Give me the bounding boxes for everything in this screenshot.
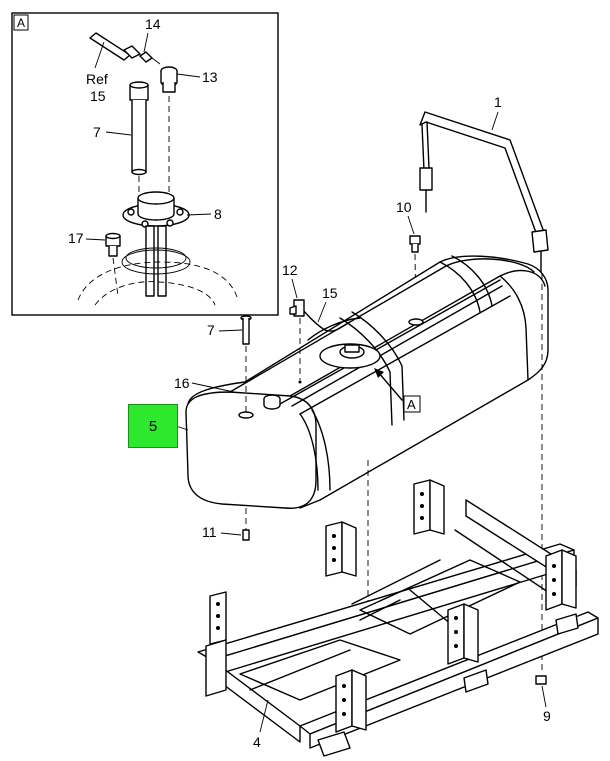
sender-unit-part-8 <box>121 191 191 297</box>
detail-letter-box <box>13 14 29 31</box>
callout-1: 1 <box>494 94 502 110</box>
mount-plate <box>325 521 357 577</box>
tube-part-7-detail <box>129 81 149 176</box>
callout-4: 4 <box>253 734 261 750</box>
tube-part-7 <box>240 315 252 345</box>
cradle-part-4 <box>197 479 599 757</box>
callout-11: 11 <box>202 524 217 540</box>
callout-7-detail: 7 <box>93 124 101 140</box>
callout-15: 15 <box>322 285 338 301</box>
bolt-part-10 <box>409 235 421 253</box>
detail-view-a: A <box>11 12 279 316</box>
callout-8: 8 <box>214 206 222 222</box>
mount-plate <box>545 549 577 611</box>
fuel-tank <box>185 255 549 509</box>
callout-5: 5 <box>148 417 158 435</box>
callout-7: 7 <box>207 322 215 338</box>
switch-part-12 <box>289 299 305 317</box>
mount-plate <box>205 591 227 697</box>
callout-16: 16 <box>174 375 190 391</box>
mount-plate <box>335 669 367 733</box>
bolt-part-17 <box>105 232 121 257</box>
mount-plate <box>447 603 479 665</box>
view-a-marker: A <box>407 397 416 412</box>
hose-ref-15 <box>89 32 141 61</box>
callout-10: 10 <box>396 199 412 215</box>
callout-17: 17 <box>68 230 84 246</box>
mount-plate <box>413 479 445 535</box>
view-a-marker-box <box>403 395 421 413</box>
fitting-part-13 <box>160 66 178 93</box>
callout-5-highlight[interactable]: 5 <box>128 404 178 448</box>
callout-ref-15: 15 <box>90 88 106 104</box>
detail-letter: A <box>17 16 25 30</box>
callout-14: 14 <box>145 16 161 32</box>
callout-9: 9 <box>543 708 551 724</box>
callout-ref: Ref <box>86 71 108 87</box>
bolt-part-11 <box>242 529 250 541</box>
nut-part-9 <box>535 675 547 685</box>
callout-12: 12 <box>282 262 298 278</box>
hose-part-15 <box>302 309 351 332</box>
strap-part-1 <box>419 111 549 273</box>
callout-13: 13 <box>202 69 218 85</box>
valve-part-14 <box>139 51 161 65</box>
